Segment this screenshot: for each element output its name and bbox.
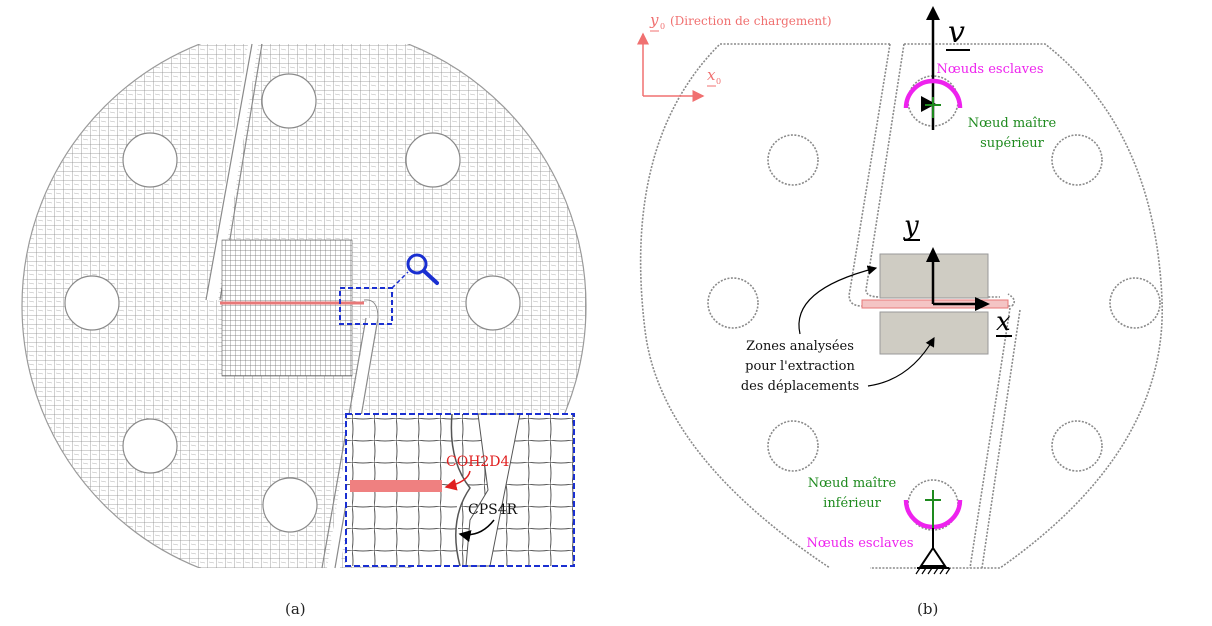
zones-label-line3: des déplacements	[741, 379, 859, 394]
global-axes	[637, 32, 705, 102]
panel-b: y 0 (Direction de chargement) x 0 v Nœud…	[637, 6, 1163, 618]
slave-nodes-top-label: Nœuds esclaves	[937, 62, 1044, 77]
axis-x0-subscript: 0	[716, 77, 721, 86]
cohesive-label: COH2D4	[446, 454, 510, 470]
local-x-label: x	[996, 307, 1011, 337]
master-node-bottom-line1: Nœud maître	[808, 476, 897, 491]
magnifier-icon	[406, 253, 439, 285]
local-y-label: y	[903, 211, 919, 241]
master-node-bottom-line2: inférieur	[823, 496, 881, 511]
axis-y0-label: y	[649, 11, 659, 29]
caption-a: (a)	[285, 600, 306, 618]
holes	[707, 75, 1161, 531]
zoom-region	[339, 287, 393, 325]
axis-y0-note: (Direction de chargement)	[670, 14, 832, 28]
master-node-top-line1: Nœud maître	[968, 116, 1057, 131]
slave-nodes-top-arc	[903, 78, 963, 109]
solid-label: CPS4R	[468, 502, 518, 518]
zoom-inset	[345, 413, 575, 567]
displacement-v-label: v	[948, 15, 965, 50]
axis-x0-label: x	[707, 66, 716, 84]
caption-b: (b)	[917, 600, 938, 618]
slave-nodes-bottom-label: Nœuds esclaves	[807, 536, 914, 551]
zones-label-line1: Zones analysées	[746, 339, 854, 354]
axis-y0-subscript: 0	[660, 22, 665, 31]
cohesive-elements	[350, 480, 442, 492]
panel-a: COH2D4 CPS4R (a)	[21, 23, 587, 618]
fixed-support-icon	[915, 528, 951, 575]
local-axes	[926, 247, 990, 311]
zones-label-line2: pour l'extraction	[745, 359, 855, 374]
master-node-top-line2: supérieur	[980, 136, 1044, 151]
